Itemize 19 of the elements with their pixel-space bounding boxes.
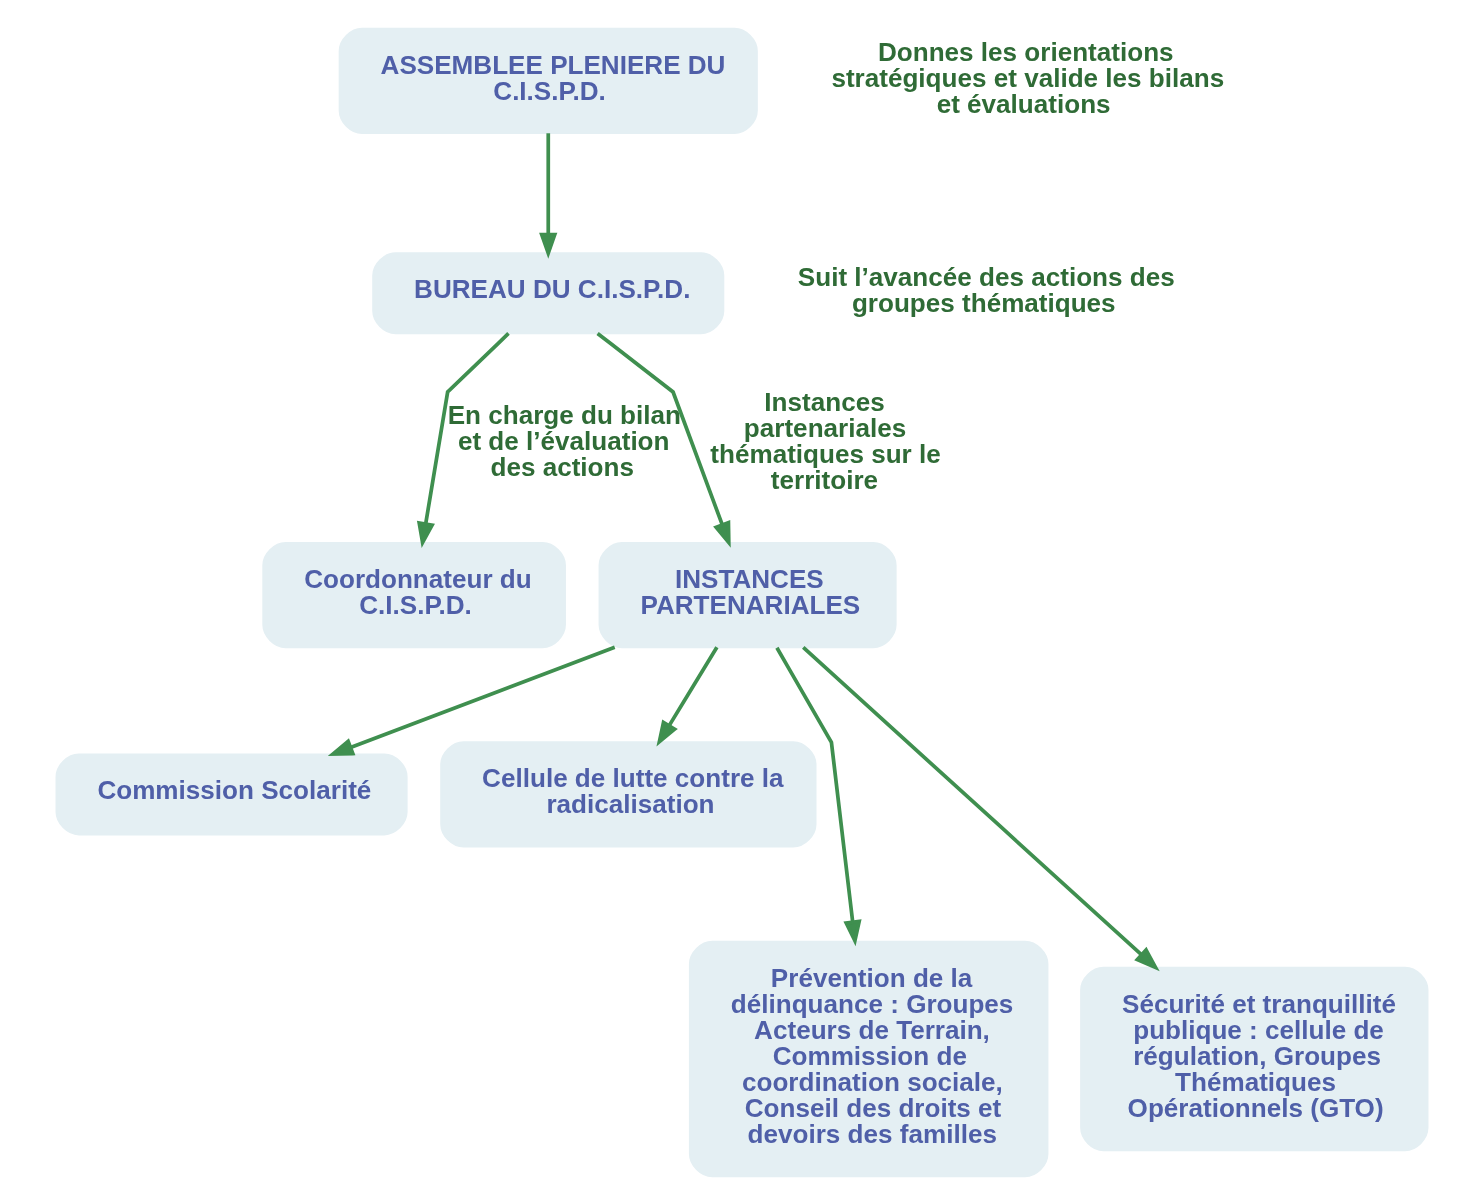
node-label: Suit l’avancée des actions des groupes thématiques <box>797 262 1175 319</box>
node-box: Sécurité et tranquillité publique : cellule de régulation, Groupes Thématiques Opérationnels (GTO) <box>1079 966 1428 1152</box>
arrow <box>595 331 731 548</box>
edge-label: Instances partenariales thématiques sur le territoire <box>709 387 941 496</box>
node-box: INSTANCES PARTENARIALES <box>598 542 897 649</box>
node-label: Donnes les orientations stratégiques et valide les bilans et évaluations <box>830 36 1224 119</box>
arrow <box>655 646 718 747</box>
node-box: ASSEMBLEE PLENIERE DU C.I.S.P.D. <box>338 27 758 134</box>
node-box: Cellule de lutte contre la radicalisation <box>439 741 816 848</box>
arrow <box>774 646 862 947</box>
node-box: Prévention de la délinquance : Groupes Acteurs de Terrain, Commission de coordination sociale, Conseil des droits et devoirs des familles <box>688 940 1048 1178</box>
edge-label: En charge du bilan et de l’évaluation des actions <box>447 400 681 483</box>
arrow <box>327 645 615 757</box>
node-box: Commission Scolarité <box>55 753 408 836</box>
node-box: BUREAU DU C.I.S.P.D. <box>371 252 724 335</box>
arrow <box>801 646 1160 972</box>
arrow <box>538 133 557 259</box>
arrow <box>416 332 510 548</box>
node-box: Coordonnateur du C.I.S.P.D. <box>261 542 566 649</box>
